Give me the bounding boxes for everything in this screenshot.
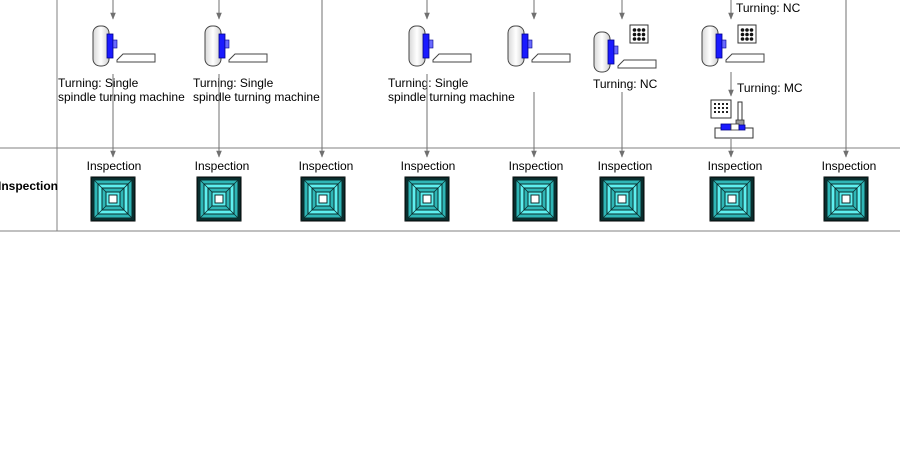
- inspection-label: Inspection: [401, 159, 456, 173]
- lathe-machine-icon: [92, 25, 156, 67]
- machine-label: Turning: NC: [593, 77, 658, 91]
- machine-label: spindle turning machine: [388, 90, 515, 104]
- process-column-7: Turning: NC Turning: MC Inspection: [701, 0, 803, 222]
- machine-label: Turning: Single: [58, 76, 139, 90]
- process-column-3: Inspection: [299, 0, 354, 222]
- lathe-machine-icon: [408, 25, 472, 67]
- inspection-label: Inspection: [87, 159, 142, 173]
- process-column-2: Turning: Single spindle turning machine …: [193, 0, 320, 222]
- machine-label: Turning: Single: [193, 76, 274, 90]
- inspection-station-icon: [599, 176, 645, 222]
- machine-label: spindle turning machine: [193, 90, 320, 104]
- process-column-5: Inspection: [507, 0, 571, 222]
- inspection-station-icon: [196, 176, 242, 222]
- inspection-label: Inspection: [195, 159, 250, 173]
- machining-center-icon: [710, 99, 754, 139]
- inspection-station-icon: [300, 176, 346, 222]
- inspection-label: Inspection: [822, 159, 877, 173]
- lathe-machine-icon: [507, 25, 571, 67]
- inspection-label: Inspection: [299, 159, 354, 173]
- inspection-label: Inspection: [509, 159, 564, 173]
- nc-control-panel-icon: [629, 24, 649, 44]
- process-column-6: Turning: NC Inspection: [593, 0, 658, 222]
- machine-label: Turning: MC: [737, 81, 803, 95]
- machine-label: Turning: Single: [388, 76, 469, 90]
- process-column-8: Inspection: [822, 0, 877, 222]
- lathe-machine-icon: [204, 25, 268, 67]
- inspection-label: Inspection: [708, 159, 763, 173]
- inspection-station-icon: [512, 176, 558, 222]
- inspection-station-icon: [404, 176, 450, 222]
- inspection-station-icon: [90, 176, 136, 222]
- inspection-station-icon: [823, 176, 869, 222]
- machine-label: Turning: NC: [736, 1, 801, 15]
- machine-label: spindle turning machine: [58, 90, 185, 104]
- process-column-1: Turning: Single spindle turning machine …: [58, 0, 185, 222]
- inspection-station-icon: [709, 176, 755, 222]
- inspection-label: Inspection: [598, 159, 653, 173]
- row-label-inspection: Inspection: [0, 179, 58, 193]
- process-column-4: Turning: Single spindle turning machine …: [388, 0, 515, 222]
- nc-control-panel-icon: [737, 24, 757, 44]
